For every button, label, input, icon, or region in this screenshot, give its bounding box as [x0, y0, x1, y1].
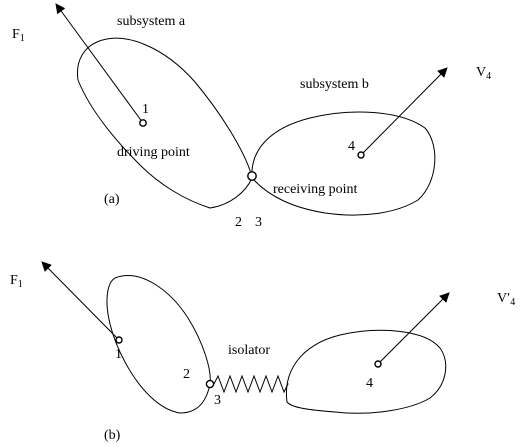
subsystem-a-body-b	[106, 275, 211, 414]
point-3-label-a: 3	[255, 215, 262, 230]
velocity-label-a: V4	[476, 65, 491, 82]
panel-a-tag: (a)	[104, 192, 120, 207]
force-arrow-f1-a	[55, 3, 144, 124]
subsystem-b-label: subsystem b	[300, 77, 369, 92]
subsystem-a-body	[76, 37, 253, 209]
force-arrow-f1-b	[41, 261, 120, 341]
point-1-label-b: 1	[115, 347, 122, 362]
subsystem-a-label: subsystem a	[117, 14, 186, 29]
point-4-label-b: 4	[366, 376, 373, 391]
point-1-marker-b	[115, 336, 123, 344]
velocity-label-b: V′4	[497, 291, 515, 308]
contact-point-marker-a	[247, 171, 257, 181]
panel-a: F1 V4 subsystem a subsystem b 1 4 drivin…	[12, 3, 491, 230]
force-label-b: F1	[10, 273, 23, 290]
panel-b: F1 V′4 isolator 1 2 3 4 (b)	[10, 261, 515, 443]
point-3-label-b: 3	[214, 393, 221, 408]
velocity-arrow-v4-b	[377, 292, 450, 365]
point-4-label-a: 4	[348, 139, 355, 154]
point-2-label-a: 2	[235, 215, 242, 230]
subsystem-b-body-b	[285, 329, 447, 414]
velocity-arrow-v4-a	[360, 67, 448, 156]
point-2-label-b: 2	[183, 367, 190, 382]
point-4-marker-a	[357, 151, 365, 159]
receiving-point-label: receiving point	[273, 182, 357, 197]
driving-point-label: driving point	[117, 145, 190, 160]
point-1-marker-a	[139, 119, 147, 127]
contact-point-marker-b	[205, 379, 215, 389]
point-4-marker-b	[374, 360, 382, 368]
point-1-label-a: 1	[142, 102, 149, 117]
isolator-label: isolator	[228, 343, 270, 358]
panel-b-tag: (b)	[104, 428, 121, 443]
isolator-spring	[210, 374, 289, 394]
force-label-a: F1	[12, 27, 25, 44]
subsystem-b-body	[251, 111, 436, 216]
